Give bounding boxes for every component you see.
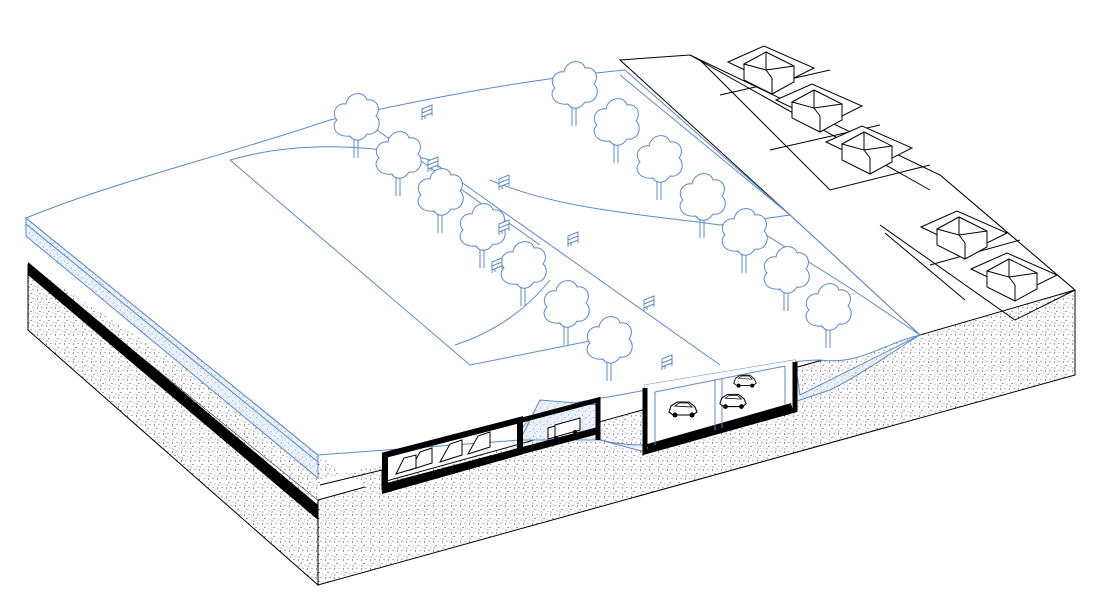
plot-line bbox=[699, 59, 931, 191]
plot-line bbox=[879, 224, 1076, 321]
underground-parking bbox=[319, 396, 601, 494]
tunnel-inner bbox=[654, 366, 786, 445]
park-path bbox=[429, 159, 721, 366]
slab-black-edge bbox=[28, 262, 318, 520]
residential-ground bbox=[618, 45, 1077, 336]
park-path bbox=[454, 279, 551, 346]
deck-edge-line bbox=[25, 223, 319, 463]
deck-top bbox=[25, 69, 922, 456]
park-path bbox=[229, 159, 621, 366]
parking-structure-floor bbox=[384, 426, 601, 491]
park-path bbox=[619, 74, 791, 216]
underground-tunnel bbox=[642, 360, 798, 456]
bay-divider bbox=[319, 469, 383, 490]
tunnel-slab bbox=[645, 360, 795, 452]
tunnel-floor bbox=[646, 403, 794, 452]
garage-wall bbox=[521, 396, 601, 440]
truck-icon bbox=[547, 417, 581, 440]
parking-bay-icon bbox=[395, 431, 491, 475]
plot-line bbox=[884, 232, 966, 301]
tunnel-ceiling bbox=[654, 365, 786, 393]
